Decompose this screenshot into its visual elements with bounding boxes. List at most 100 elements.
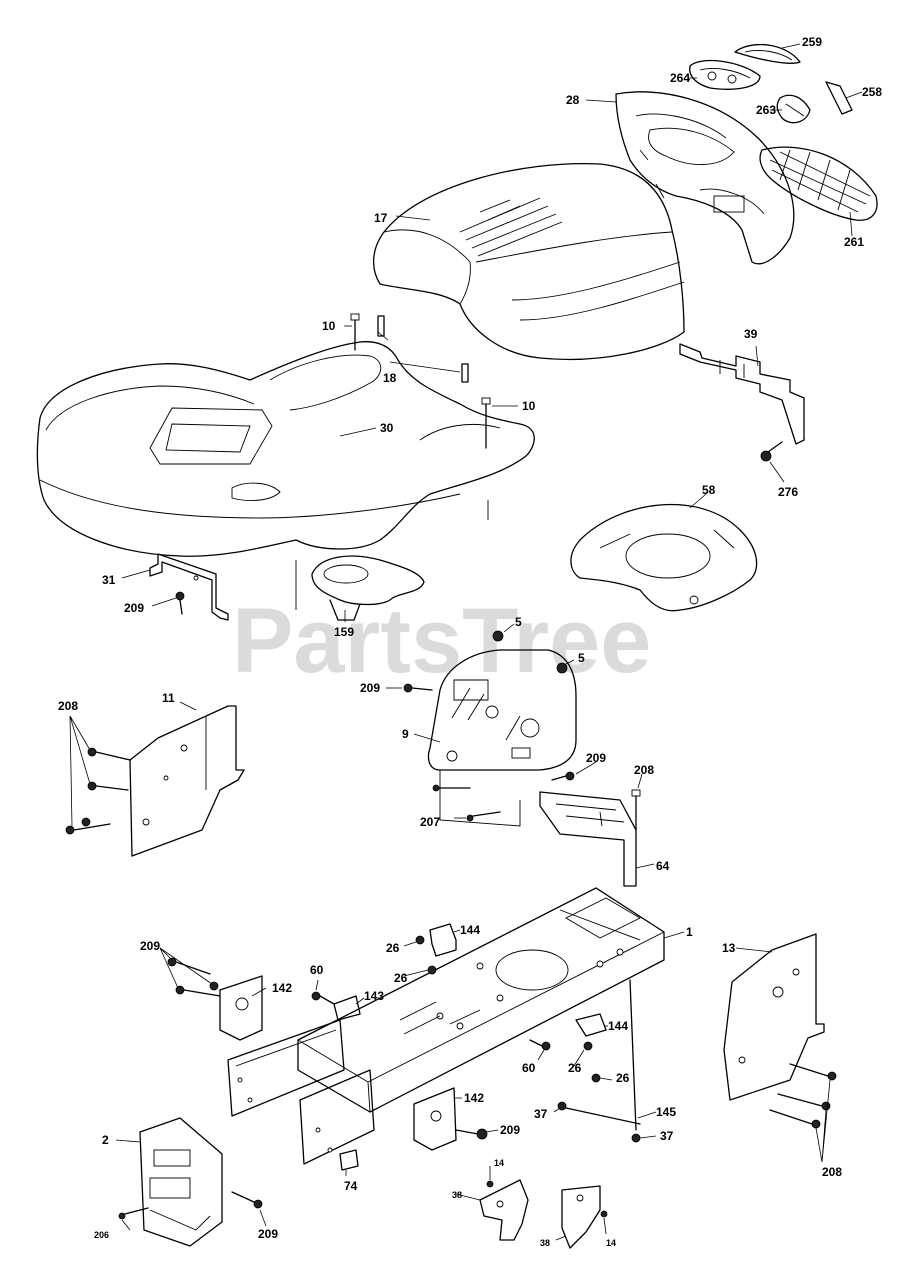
part-144-bracket-a xyxy=(429,923,457,957)
part-263-emblem xyxy=(776,94,811,124)
callout-142-a: 142 xyxy=(272,981,292,995)
callout-37-a: 37 xyxy=(534,1107,548,1121)
callout-145: 145 xyxy=(656,1105,676,1119)
callout-261: 261 xyxy=(844,235,864,249)
part-209-screw-c xyxy=(551,771,575,781)
part-64-bracket xyxy=(539,791,637,887)
callout-10-b: 10 xyxy=(522,399,536,413)
part-60-bolt-a xyxy=(311,991,335,1005)
callout-64: 64 xyxy=(656,859,670,873)
callout-206: 206 xyxy=(94,1230,109,1240)
part-264-headlight xyxy=(689,59,761,90)
callout-18: 18 xyxy=(383,371,397,385)
callout-74: 74 xyxy=(344,1179,358,1193)
frame-rail-left xyxy=(227,1019,345,1117)
callout-209-b: 209 xyxy=(360,681,380,695)
callout-26-d: 26 xyxy=(616,1071,630,1085)
callout-209-e: 209 xyxy=(500,1123,520,1137)
part-5-nut-a xyxy=(492,630,504,642)
part-28-front-cowl xyxy=(615,91,795,265)
callout-258: 258 xyxy=(862,85,882,99)
part-159-cup-holder xyxy=(295,555,425,621)
part-10-bolt-a xyxy=(350,313,360,351)
callout-208-a: 208 xyxy=(58,699,78,713)
part-209-screw-e xyxy=(455,1128,488,1140)
callout-159: 159 xyxy=(334,625,354,639)
part-13-side-panel xyxy=(723,933,825,1101)
callout-17: 17 xyxy=(374,211,388,225)
callout-144-a: 144 xyxy=(460,923,480,937)
part-74-clip xyxy=(339,1149,359,1171)
callout-259: 259 xyxy=(802,35,822,49)
part-208-bolts-a xyxy=(65,747,131,835)
callout-26-c: 26 xyxy=(568,1061,582,1075)
part-2-front-bracket xyxy=(139,1117,223,1247)
callout-209-c: 209 xyxy=(586,751,606,765)
part-258-clip xyxy=(825,81,853,115)
callout-207: 207 xyxy=(420,815,440,829)
callout-208-c: 208 xyxy=(822,1165,842,1179)
callout-39: 39 xyxy=(744,327,758,341)
leader-lines xyxy=(69,43,863,1241)
part-144-bracket-b xyxy=(575,1013,607,1037)
part-206-screw xyxy=(118,1207,149,1220)
callout-263: 263 xyxy=(756,103,776,117)
part-5-nut-b xyxy=(556,662,568,674)
callout-58: 58 xyxy=(702,483,716,497)
part-38-bracket-b xyxy=(561,1185,601,1249)
part-9-dash-panel xyxy=(427,649,577,827)
callout-labels: 259 264 258 28 263 17 261 10 18 39 10 30… xyxy=(58,35,882,1248)
part-31-bracket xyxy=(149,553,229,621)
part-26-nuts xyxy=(415,935,601,1083)
callout-142-b: 142 xyxy=(464,1091,484,1105)
part-145-rod xyxy=(565,979,641,1131)
callout-144-b: 144 xyxy=(608,1019,628,1033)
part-208-bolt-b xyxy=(631,789,641,831)
callout-209-f: 209 xyxy=(258,1227,278,1241)
callout-10-a: 10 xyxy=(322,319,336,333)
callout-30: 30 xyxy=(380,421,394,435)
part-261-grille xyxy=(759,146,878,221)
callout-264: 264 xyxy=(670,71,690,85)
part-14-screws xyxy=(486,1180,608,1218)
part-38-bracket-a xyxy=(479,1179,529,1241)
part-18-clip-a xyxy=(377,315,385,337)
part-18-clip-b xyxy=(461,363,469,383)
part-1-main-frame xyxy=(297,887,665,1113)
callout-31: 31 xyxy=(102,573,116,587)
callout-37-b: 37 xyxy=(660,1129,674,1143)
callout-60-b: 60 xyxy=(522,1061,536,1075)
callout-13: 13 xyxy=(722,941,736,955)
callout-26-a: 26 xyxy=(386,941,400,955)
callout-14-a: 14 xyxy=(494,1158,504,1168)
part-11-side-panel xyxy=(129,705,245,857)
part-143-clip xyxy=(333,995,361,1021)
watermark: PartsTree xyxy=(232,590,651,692)
part-17-hood xyxy=(373,162,685,361)
part-30-fender xyxy=(36,341,535,557)
part-207-screws xyxy=(432,784,501,822)
callout-60-a: 60 xyxy=(310,963,324,977)
callout-26-b: 26 xyxy=(394,971,408,985)
part-142-plate-b xyxy=(413,1087,457,1151)
part-209-screw-f xyxy=(231,1191,263,1209)
callout-143: 143 xyxy=(364,989,384,1003)
part-209-screws-d xyxy=(167,957,221,997)
callout-14-b: 14 xyxy=(606,1238,616,1248)
callout-28: 28 xyxy=(566,93,580,107)
callout-276: 276 xyxy=(778,485,798,499)
part-10-bolt-b xyxy=(481,397,491,449)
callout-9: 9 xyxy=(402,727,409,741)
part-276-screw xyxy=(760,441,783,462)
frame-rail-right xyxy=(299,1069,375,1165)
part-39-bracket xyxy=(679,343,805,445)
part-58-console xyxy=(570,503,758,612)
part-60-bolt-b xyxy=(529,1039,551,1051)
callout-38-b: 38 xyxy=(540,1238,550,1248)
part-142-plate-a xyxy=(219,975,263,1041)
callout-208-b: 208 xyxy=(634,763,654,777)
callout-1: 1 xyxy=(686,925,693,939)
callout-209-a: 209 xyxy=(124,601,144,615)
